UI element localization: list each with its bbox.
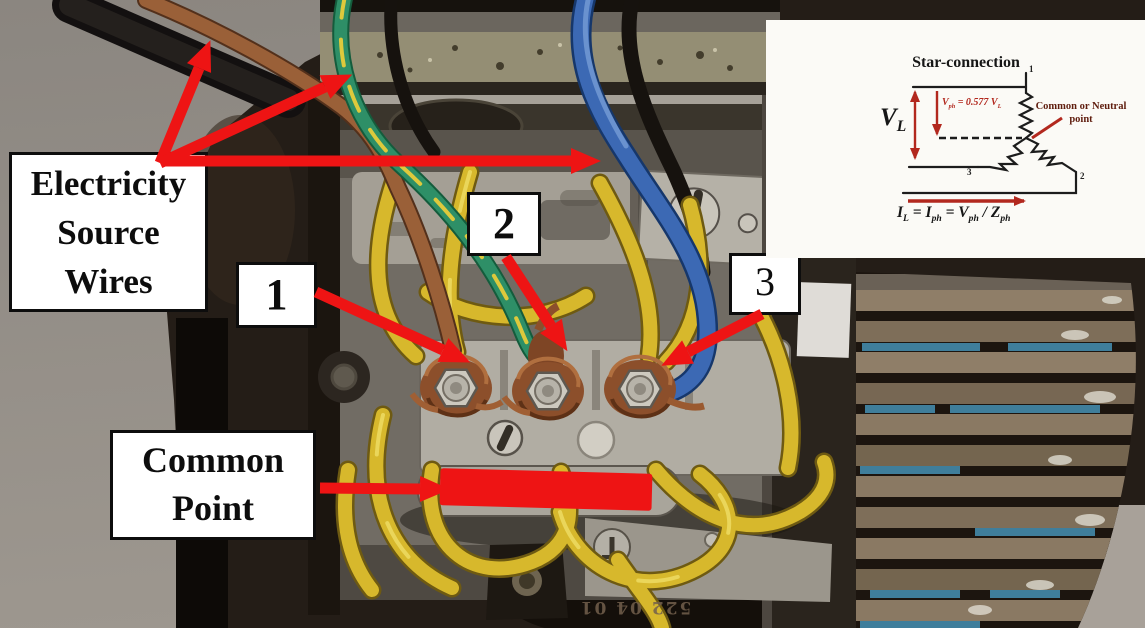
inset-title: Star-connection [912,54,1020,71]
terminal-2-label: 2 [467,192,541,256]
common-label-line1: Common [142,440,284,480]
terminals [409,302,705,421]
part-number-stamp: 522 04 01 [578,597,692,617]
bright-metal-patch [796,282,852,358]
common-point-label: Common Point [110,430,316,540]
fin-metal-flecks [968,296,1122,615]
common-busbar [417,465,681,517]
common-label-line2: Point [171,488,254,528]
phase-voltage-formula: Vph = 0.577 VL [942,97,1002,110]
block-hole [576,420,616,460]
winding-1-resistor [1017,91,1035,140]
star-connection-circuit [901,71,1078,206]
winding-3-resistor [976,136,1028,172]
star-connection-inset: Star-connection VL Vph = 0.577 VL Common… [766,20,1145,258]
terminal-3 [604,354,705,419]
source-label-line2: Source [57,213,160,252]
wires [52,0,836,628]
terminal-3-label: 3 [729,253,801,315]
common-neutral-label: Common or Neutral point [1035,101,1127,125]
node-2-label: 2 [1080,171,1085,181]
node-3-label: 3 [967,167,972,177]
line-voltage-label: VL [880,104,907,135]
source-label-line1: Electricity [30,164,187,203]
wall-corner [1075,505,1145,628]
terminal-1 [409,353,504,418]
winding-2-resistor [1024,136,1078,174]
terminal-1-label: 1 [236,262,317,328]
fin-blue-paint [860,343,1112,628]
source-label-line3: Wires [64,262,153,301]
circuit-lines [901,71,1078,195]
neutral-point-pointer [1031,116,1063,140]
blue-source-wire [572,0,716,401]
node-1-label: 1 [1029,64,1034,74]
terminal-2 [501,302,584,421]
inset-red-arrows [908,90,1063,206]
line-current-formula: IL = Iph = Vph / Zph [897,204,1011,225]
motor-cooling-fins [855,272,1136,628]
electricity-source-wires-label: Electricity Source Wires [9,152,208,312]
